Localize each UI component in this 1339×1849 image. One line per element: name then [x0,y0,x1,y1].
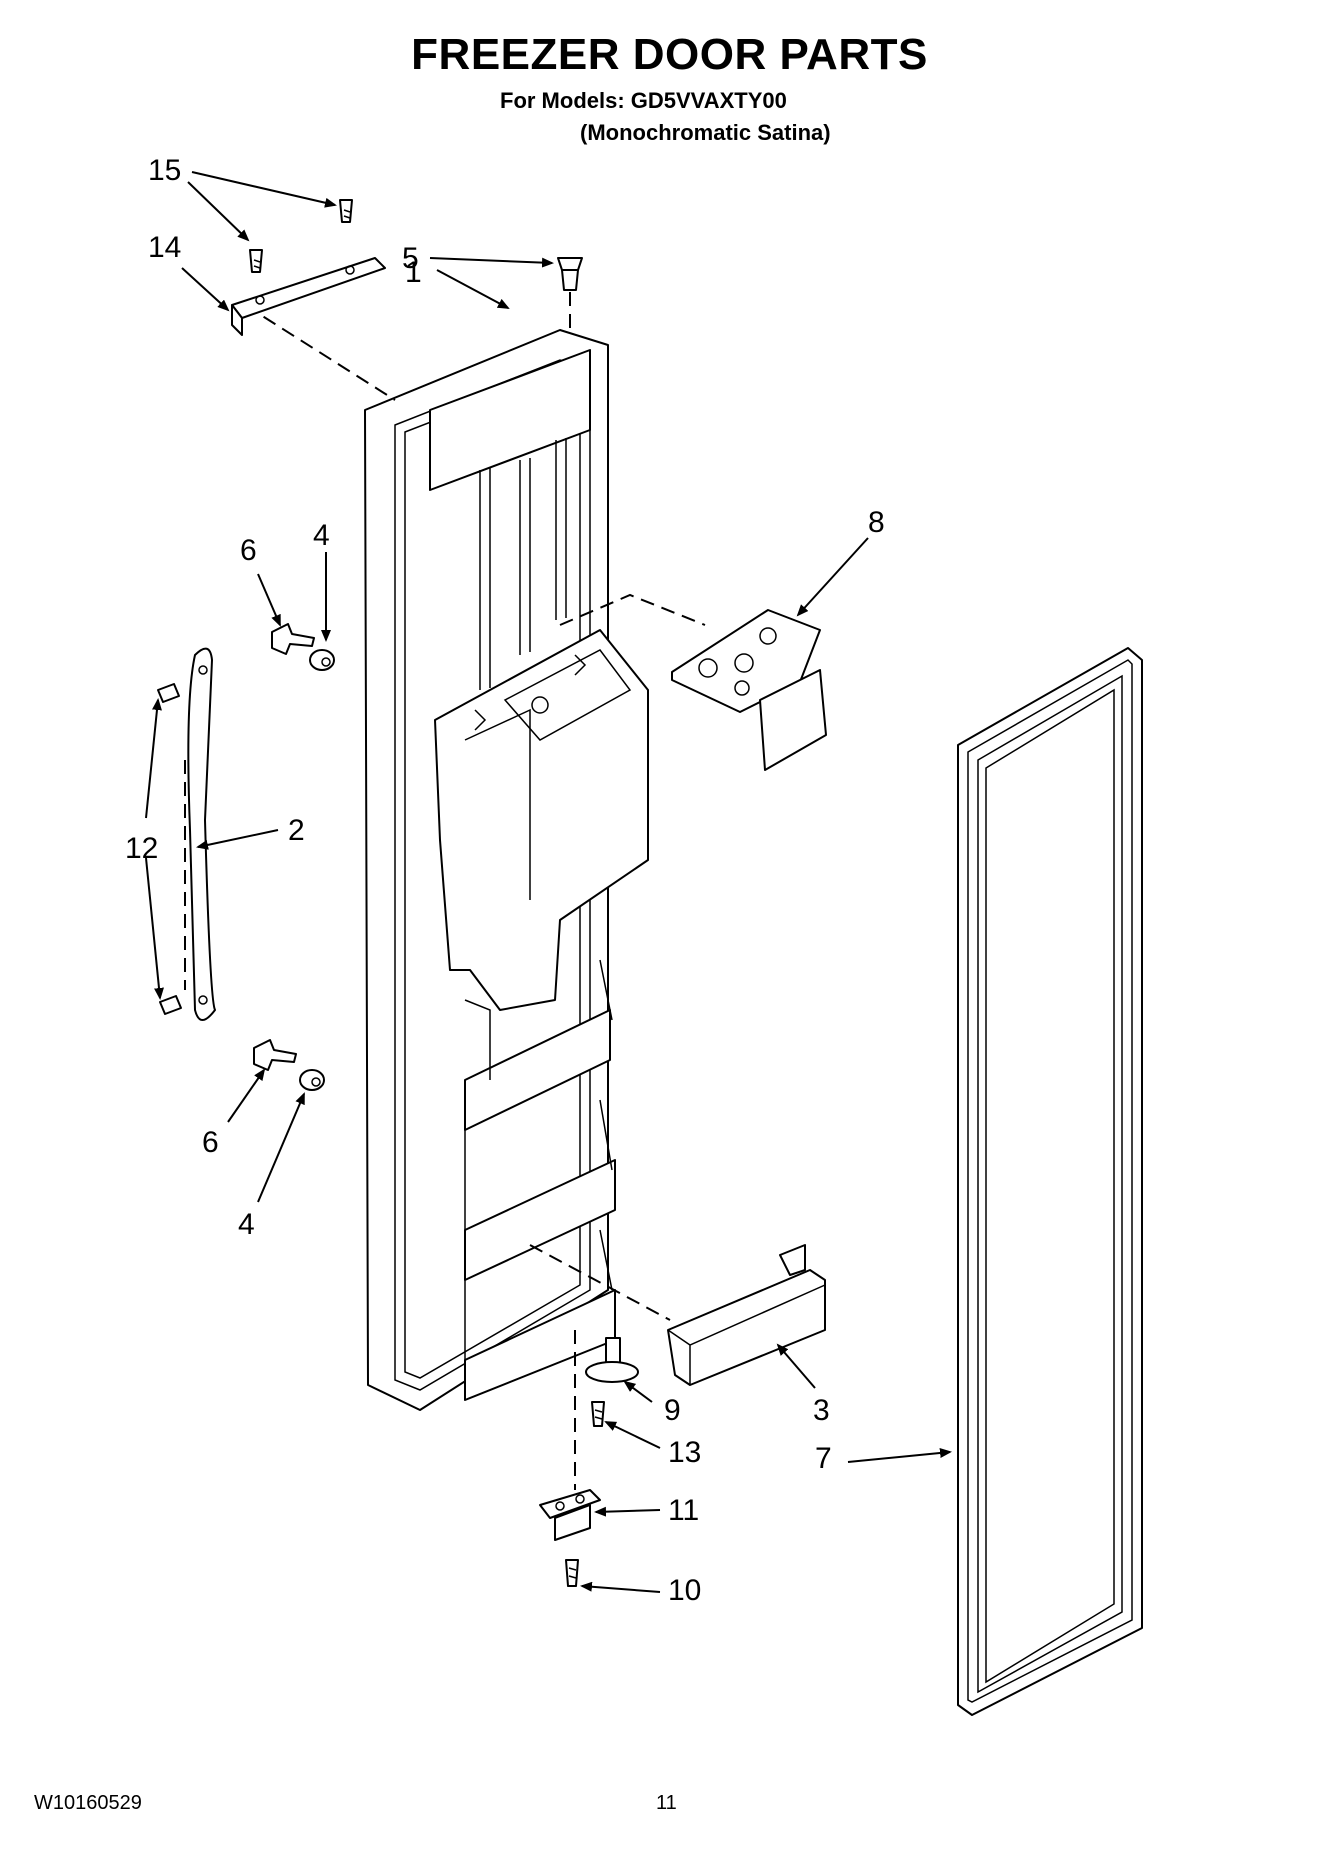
alignment-line-shelf [529,1244,671,1321]
leader-9 [623,1380,653,1403]
callout-10: 10 [668,1574,701,1607]
hinge-pin [585,1337,639,1383]
callout-6-lower: 6 [202,1126,219,1159]
callout-6-upper: 6 [240,534,257,567]
leader-10 [580,1581,661,1593]
leader-15a [187,181,250,242]
leader-8 [796,537,869,617]
spacer-4-upper [309,649,335,671]
leader-11 [594,1506,661,1517]
leader-12-up [145,698,162,819]
alignment-line-hinge-top [244,304,396,401]
leader-1 [436,269,510,309]
door-shelf [667,1244,826,1386]
callout-5: 5 [402,242,419,275]
callout-4-upper: 4 [313,519,330,552]
leader-5 [429,257,554,268]
leader-2 [196,829,279,850]
door-plug [557,257,583,291]
hinge-screw-15b [339,199,353,223]
leader-6-upper [257,573,281,627]
alignment-line-cover [559,593,706,626]
handle-screw-bottom [159,995,182,1015]
document-number: W10160529 [34,1792,142,1814]
hinge-screw-10 [565,1559,579,1587]
hinge-screw-13 [591,1401,605,1427]
bottom-hinge-bracket [539,1489,601,1541]
callout-11: 11 [668,1494,699,1527]
hinge-screw-15a [249,249,263,273]
leader-14 [181,267,230,312]
leader-3 [776,1343,816,1389]
callout-1: 1 [405,256,422,289]
handle-screw-top [157,683,180,703]
door-handle [187,647,216,1021]
leader-15b [191,171,337,208]
models-line: For Models: GD5VVAXTY00 [500,88,787,113]
top-hinge-bracket [231,257,386,336]
leader-13 [604,1421,661,1449]
callout-3: 3 [813,1394,830,1427]
callout-13: 13 [668,1436,701,1469]
variant-line: (Monochromatic Satina) [580,120,831,145]
leader-12-down [145,857,164,1000]
callout-2: 2 [288,814,305,847]
leader-6-lower [227,1068,266,1123]
dispenser-cover [671,609,827,771]
callout-14: 14 [148,231,181,264]
leader-7 [847,1447,952,1463]
page-title: FREEZER DOOR PARTS [411,30,928,79]
freezer-door [364,329,649,1411]
callout-9: 9 [664,1394,681,1427]
callout-12: 12 [125,832,158,865]
screw-6-lower [253,1039,297,1071]
callout-15: 15 [148,154,181,187]
spacer-4-lower [299,1069,325,1091]
door-gasket [957,647,1143,1716]
leader-4-lower [257,1092,305,1203]
page-number: 11 [656,1792,677,1814]
callout-4-lower: 4 [238,1208,255,1241]
screw-6-upper [271,623,315,655]
callout-8: 8 [868,506,885,539]
callout-7: 7 [815,1442,832,1475]
